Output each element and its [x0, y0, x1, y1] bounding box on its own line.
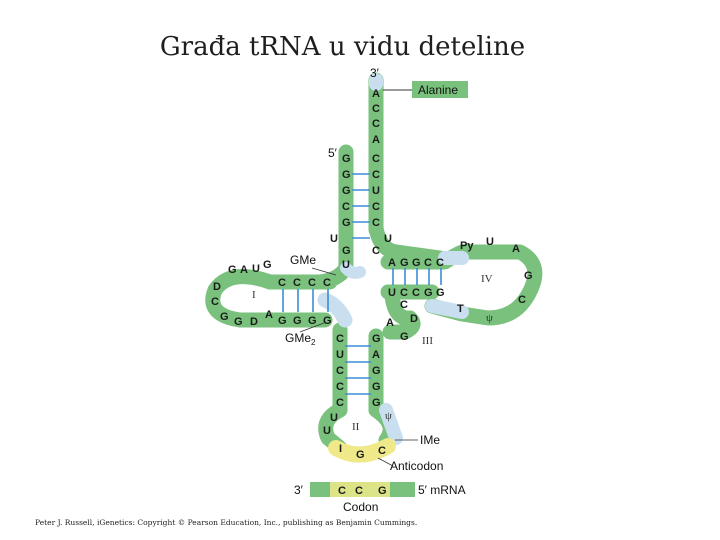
nt-asr-2: G: [372, 365, 381, 377]
nt-var-3: G: [400, 331, 409, 343]
nt-tsb-3: G: [424, 287, 433, 299]
nt-var-1: D: [410, 313, 418, 325]
nt-junction-c: C: [372, 245, 380, 257]
nt-d-9: A: [265, 309, 273, 321]
nt-ac-1: G: [356, 449, 365, 461]
nt-a5-5: U: [330, 233, 338, 245]
nt-dsb-2: G: [308, 315, 317, 327]
nt-junction-g: G: [342, 245, 351, 257]
nt-d-0: G: [228, 264, 237, 276]
nt-tl-5: T: [457, 303, 464, 315]
arm-label-iii: III: [422, 335, 433, 347]
nt-asl-5: U: [330, 412, 338, 424]
nt-d-2: U: [252, 263, 260, 275]
nt-tsb-2: C: [412, 287, 420, 299]
gme2-label: GMe2: [285, 331, 316, 347]
arm-label-ii: II: [352, 421, 360, 433]
nt-dst-2: C: [308, 277, 316, 289]
nt-codon-0: C: [338, 485, 346, 497]
nt-tst-0: A: [388, 257, 396, 269]
nt-var-0: C: [400, 299, 408, 311]
nt-asr-1: A: [372, 349, 380, 361]
nt-asl-0: C: [336, 333, 344, 345]
gme-label: GMe: [290, 253, 316, 267]
nt-codon-1: C: [355, 485, 363, 497]
nt-tl-1: U: [486, 236, 494, 248]
nt-a5-1: G: [342, 169, 351, 181]
nt-tst-3: C: [424, 257, 432, 269]
nt-dsb-0: G: [278, 315, 287, 327]
psi-symbol-anticodon: ψ: [385, 410, 392, 422]
nt-tl-0: Py: [460, 240, 474, 252]
nt-d-5: C: [211, 296, 219, 308]
nt-dsb-3: G: [323, 315, 332, 327]
nt-d-3: G: [263, 259, 272, 271]
nt-tsb-4: G: [436, 287, 445, 299]
arm-label-iv: IV: [481, 273, 493, 285]
nt-d-4: D: [213, 281, 221, 293]
nt-var-2: A: [386, 317, 394, 329]
nt-asl-4: C: [336, 397, 344, 409]
nt-d-7: G: [234, 316, 243, 328]
nt-tl-2: A: [512, 243, 520, 255]
nt-a3-2: C: [372, 118, 380, 130]
codon-label: Codon: [343, 500, 378, 514]
nt-d-6: G: [220, 311, 229, 323]
nt-dst-0: C: [278, 277, 286, 289]
nt-a3-8: C: [372, 217, 380, 229]
nt-dsb-1: G: [293, 315, 302, 327]
nt-tl-4: C: [518, 294, 526, 306]
ime-label: IMe: [420, 433, 440, 447]
nt-d-8: D: [250, 316, 258, 328]
nt-asr-0: G: [372, 333, 381, 345]
nt-tst-4: C: [436, 257, 444, 269]
nt-a5-4: G: [342, 217, 351, 229]
nt-junction-u: U: [384, 233, 392, 245]
nt-asr-4: G: [372, 397, 381, 409]
nt-tl-3: G: [524, 270, 533, 282]
nt-dst-3: C: [323, 277, 331, 289]
nt-a3-5: C: [372, 169, 380, 181]
alanine-label: Alanine: [418, 83, 458, 97]
nt-a5-0: G: [342, 153, 351, 165]
arm-label-i: I: [252, 289, 256, 301]
three-prime-top: 3′: [370, 66, 380, 80]
nt-a3-6: U: [372, 185, 380, 197]
mrna-strand: 3′ C C G 5′ mRNA Codon: [294, 482, 466, 514]
nt-asl-6: U: [323, 425, 331, 437]
nt-a3-7: C: [372, 201, 380, 213]
nt-a5-6: U: [342, 259, 350, 271]
nt-a3-1: C: [372, 103, 380, 115]
five-prime-label: 5′: [328, 146, 338, 160]
nt-d-1: A: [240, 264, 248, 276]
nt-ac-2: C: [378, 445, 386, 457]
nt-tsb-0: U: [388, 287, 396, 299]
nt-asl-3: C: [336, 381, 344, 393]
nt-tsb-1: C: [400, 287, 408, 299]
nt-codon-2: G: [378, 485, 387, 497]
nt-a3-3: A: [372, 134, 380, 146]
nt-a5-2: G: [342, 185, 351, 197]
nt-asr-3: G: [372, 381, 381, 393]
anticodon-label: Anticodon: [390, 459, 443, 473]
nt-tst-1: G: [400, 257, 409, 269]
nt-dst-1: C: [293, 277, 301, 289]
nt-a3-4: C: [372, 153, 380, 165]
copyright-credit: Peter J. Russell, iGenetics: Copyright ©…: [35, 518, 417, 527]
mrna-three-prime: 3′: [294, 483, 304, 497]
nt-ac-0: I: [339, 443, 342, 455]
psi-symbol-t-loop: ψ: [486, 312, 493, 324]
nt-tst-2: G: [412, 257, 421, 269]
nt-a3-0: A: [372, 88, 380, 100]
mrna-five-prime: 5′ mRNA: [418, 483, 466, 497]
nt-a5-3: C: [342, 201, 350, 213]
nt-asl-1: U: [336, 349, 344, 361]
nucleotides: A C C A C C U C C G G G C G U U U G C G …: [211, 88, 533, 461]
nt-asl-2: C: [336, 365, 344, 377]
